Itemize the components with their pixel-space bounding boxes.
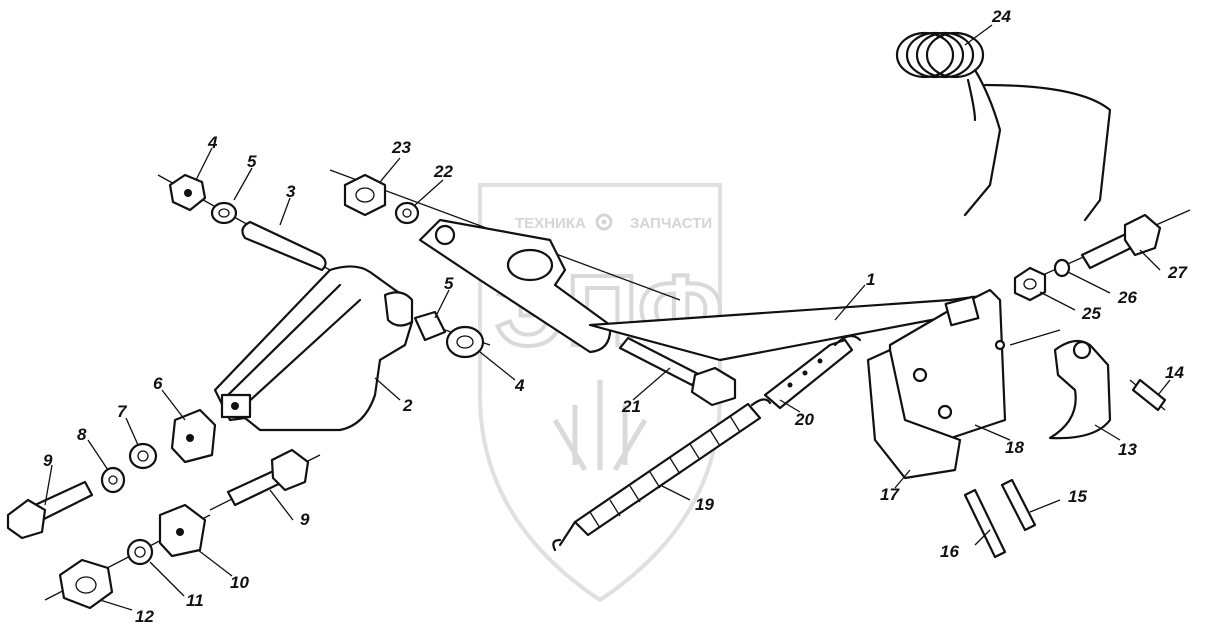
washer-part-4-middle bbox=[445, 325, 485, 359]
washer-part-26 bbox=[1053, 258, 1071, 278]
washer-part-11 bbox=[126, 538, 154, 566]
pin-part-16 bbox=[963, 488, 1007, 559]
bolt-part-9-left bbox=[6, 480, 94, 540]
label-part-10: 10 bbox=[230, 573, 249, 592]
watermark-text-left: ТЕХНИКА bbox=[515, 215, 586, 232]
pin-part-15 bbox=[1000, 478, 1037, 532]
label-part-21: 21 bbox=[621, 397, 641, 416]
axis-lines bbox=[44, 169, 1191, 601]
block-part-10 bbox=[158, 503, 207, 558]
label-part-25: 25 bbox=[1081, 304, 1101, 323]
label-part-26: 26 bbox=[1117, 288, 1137, 307]
watermark-text-right: ЗАПЧАСТИ bbox=[630, 215, 712, 232]
label-part-9-right: 9 bbox=[300, 510, 310, 529]
label-part-14: 14 bbox=[1165, 363, 1184, 382]
washer-part-5-middle bbox=[413, 310, 447, 342]
label-part-18: 18 bbox=[1005, 438, 1024, 457]
bolt-part-21 bbox=[618, 336, 737, 407]
pedal-pad-part-17 bbox=[866, 348, 962, 480]
cam-part-13 bbox=[1048, 339, 1112, 440]
gear-icon bbox=[595, 213, 613, 231]
label-part-24: 24 bbox=[991, 7, 1011, 26]
label-part-7: 7 bbox=[117, 402, 128, 421]
label-part-6: 6 bbox=[153, 374, 163, 393]
part-labels: 1 2 3 4 4 5 5 6 7 8 9 9 10 11 12 13 14 1… bbox=[43, 7, 1188, 626]
label-part-11: 11 bbox=[186, 591, 204, 610]
nut-part-4-upper bbox=[168, 173, 207, 212]
washer-part-8 bbox=[100, 466, 126, 494]
watermark-wheat-icon bbox=[552, 380, 648, 472]
adjust-strip-part-20 bbox=[763, 334, 862, 410]
label-part-5-upper: 5 bbox=[247, 152, 257, 171]
label-part-5-middle: 5 bbox=[444, 274, 454, 293]
nut-part-25 bbox=[1013, 266, 1047, 302]
nut-part-12 bbox=[58, 558, 114, 610]
label-part-20: 20 bbox=[794, 410, 814, 429]
nut-part-23 bbox=[343, 173, 387, 217]
bolt-part-9-right bbox=[226, 448, 310, 507]
bracket-part-2 bbox=[213, 265, 414, 432]
pin-part-14 bbox=[1131, 378, 1167, 412]
label-part-9-left: 9 bbox=[43, 451, 53, 470]
label-part-27: 27 bbox=[1167, 263, 1188, 282]
washer-part-5-upper bbox=[210, 201, 238, 225]
label-part-22: 22 bbox=[433, 162, 453, 181]
spring-part-19 bbox=[552, 398, 772, 552]
leader-lines bbox=[44, 24, 1171, 611]
lever-arm bbox=[418, 218, 612, 354]
block-part-6 bbox=[170, 408, 217, 464]
label-part-19: 19 bbox=[695, 495, 714, 514]
pedal-mount-part-18 bbox=[888, 288, 1007, 442]
label-part-3: 3 bbox=[286, 182, 296, 201]
label-part-15: 15 bbox=[1068, 487, 1087, 506]
label-part-1: 1 bbox=[866, 270, 875, 289]
label-part-8: 8 bbox=[77, 425, 87, 444]
pin-part-3 bbox=[241, 220, 327, 272]
label-part-17: 17 bbox=[880, 485, 900, 504]
label-part-13: 13 bbox=[1118, 440, 1137, 459]
washer-part-22 bbox=[394, 201, 420, 225]
label-part-12: 12 bbox=[135, 607, 154, 626]
washer-part-7 bbox=[128, 442, 158, 470]
coiled-tube-part-24 bbox=[895, 31, 1112, 222]
label-part-4-upper: 4 bbox=[207, 133, 218, 152]
label-part-23: 23 bbox=[391, 138, 411, 157]
label-part-4-middle: 4 bbox=[514, 376, 525, 395]
label-part-2: 2 bbox=[402, 396, 413, 415]
label-part-16: 16 bbox=[940, 542, 959, 561]
bolt-part-27 bbox=[1080, 213, 1162, 270]
